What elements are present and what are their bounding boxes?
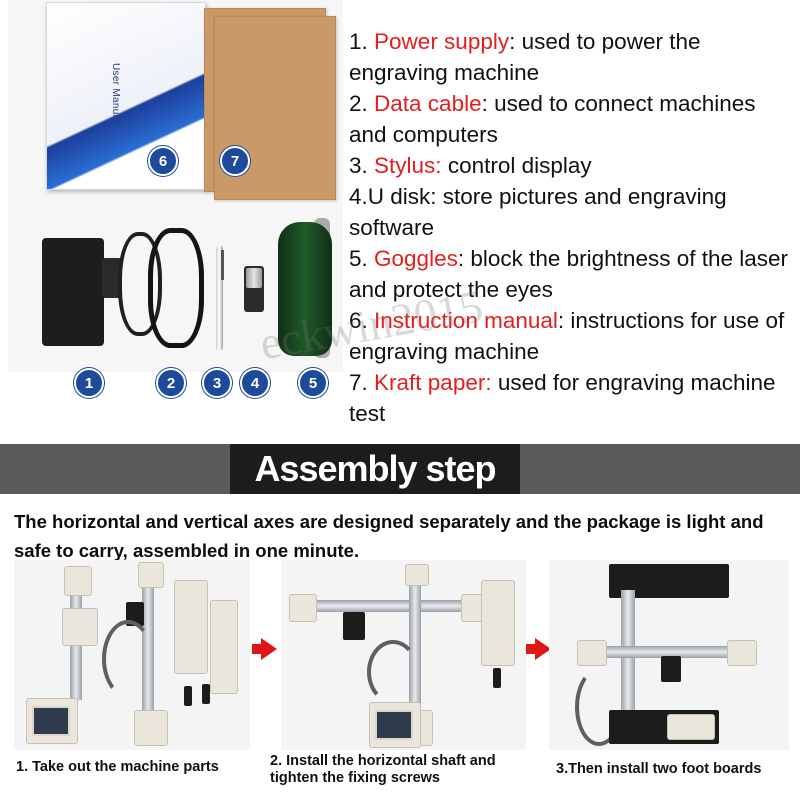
control-screen xyxy=(32,706,70,736)
laser-hose xyxy=(575,668,623,746)
rail-end-cap xyxy=(727,640,757,666)
list-item: 6. Instruction manual: instructions for … xyxy=(349,308,785,364)
list-item: 5. Goggles: block the brightness of the … xyxy=(349,246,789,302)
foot-board xyxy=(481,580,515,666)
horizontal-rail xyxy=(301,600,481,612)
rail-end-cap xyxy=(405,564,429,586)
list-item: 7. Kraft paper: used for engraving machi… xyxy=(349,370,776,426)
step-2-image xyxy=(281,560,526,750)
package-contents-photo: User Manual 6 7 1 2 3 4 5 xyxy=(8,0,343,398)
power-supply-image xyxy=(42,238,104,346)
badge-3: 3 xyxy=(202,368,232,398)
step-1-caption: 1. Take out the machine parts xyxy=(16,759,219,775)
user-manual-image: User Manual xyxy=(46,2,206,190)
list-item: 3. Stylus: control display xyxy=(349,153,592,178)
package-contents-list: 1. Power supply: used to power the engra… xyxy=(349,26,794,429)
control-screen xyxy=(375,710,413,740)
vertical-rail xyxy=(409,570,421,720)
badge-1: 1 xyxy=(74,368,104,398)
badge-5: 5 xyxy=(298,368,328,398)
assembly-intro-text: The horizontal and vertical axes are des… xyxy=(14,511,764,561)
horizontal-rail xyxy=(589,646,739,658)
rail-carriage xyxy=(62,608,98,646)
goggles-image xyxy=(278,222,332,356)
rail-end-cap xyxy=(577,640,607,666)
rail-end-cap xyxy=(64,566,92,596)
rail-end-cap xyxy=(138,562,164,588)
right-arrow-icon xyxy=(261,638,277,660)
arrow-shaft xyxy=(252,644,262,654)
laser-module xyxy=(661,656,681,682)
list-item: 2. Data cable: used to connect machines … xyxy=(349,91,756,147)
manual-title: User Manual xyxy=(110,63,121,123)
badge-2: 2 xyxy=(156,368,186,398)
banner-title: Assembly step xyxy=(254,448,496,489)
step-1-image xyxy=(14,560,250,750)
list-item: 4.U disk: store pictures and engraving s… xyxy=(349,184,727,240)
laser-hose xyxy=(367,640,419,704)
laser-hose xyxy=(102,620,154,698)
foot-board-insert xyxy=(667,714,715,740)
data-cable-image xyxy=(148,228,204,348)
list-item: 1. Power supply: used to power the engra… xyxy=(349,29,701,85)
laser-module xyxy=(343,612,365,640)
u-disk-cap xyxy=(246,268,262,288)
power-plug-image xyxy=(102,258,122,298)
foot-board xyxy=(174,580,208,674)
banner-title-background xyxy=(230,444,520,494)
step-3-caption: 3.Then install two foot boards xyxy=(556,761,762,777)
screw xyxy=(202,684,210,704)
section-banner: Assembly step xyxy=(0,444,800,494)
badge-6: 6 xyxy=(148,146,178,176)
screw xyxy=(184,686,192,706)
rail-end-cap xyxy=(134,710,168,746)
step-2-caption: 2. Install the horizontal shaft and tigh… xyxy=(270,753,496,786)
foot-board xyxy=(210,600,238,694)
power-cable-coil xyxy=(118,232,162,336)
arrow-shaft xyxy=(526,644,536,654)
screw xyxy=(493,668,501,688)
rail-end-cap xyxy=(289,594,317,622)
badge-4: 4 xyxy=(240,368,270,398)
stylus-clip xyxy=(221,250,224,280)
right-arrow-icon xyxy=(535,638,551,660)
stylus-image xyxy=(216,246,223,350)
badge-7: 7 xyxy=(220,146,250,176)
step-3-image xyxy=(549,560,789,750)
